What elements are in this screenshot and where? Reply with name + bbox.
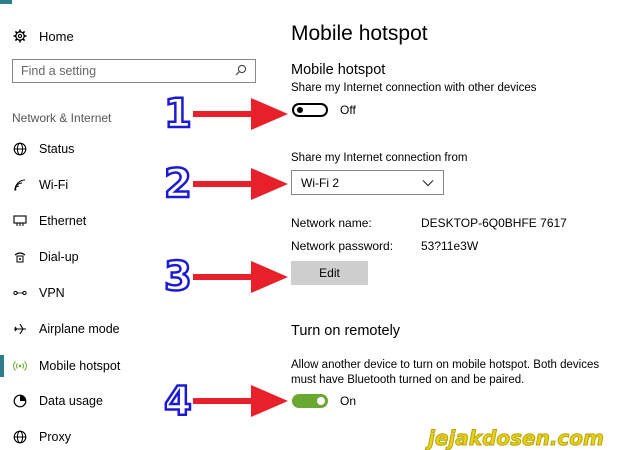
sidebar-item-label: Proxy	[39, 430, 71, 444]
sidebar-item-label: VPN	[39, 286, 65, 300]
annotation-number-1: 1	[163, 91, 193, 137]
home-label: Home	[39, 28, 74, 44]
annotation-number-4: 4	[163, 379, 193, 425]
globe-icon	[12, 141, 28, 157]
share-from-dropdown[interactable]: Wi-Fi 2	[291, 170, 444, 195]
data-usage-icon	[12, 393, 28, 409]
vpn-icon	[12, 285, 28, 301]
wifi-icon	[12, 177, 28, 193]
network-password-label: Network password:	[291, 239, 394, 253]
sidebar-item-proxy[interactable]: Proxy	[12, 426, 71, 448]
chevron-down-icon	[422, 176, 434, 190]
annotation-arrow-1	[193, 98, 288, 130]
gear-icon	[12, 28, 28, 44]
home-nav-item[interactable]: Home	[12, 26, 74, 46]
annotation-number-2: 2	[163, 161, 193, 207]
sidebar-item-wifi[interactable]: Wi-Fi	[12, 174, 68, 196]
sidebar-item-data-usage[interactable]: Data usage	[12, 390, 103, 412]
sidebar-item-ethernet[interactable]: Ethernet	[12, 210, 86, 232]
remote-heading: Turn on remotely	[291, 323, 401, 339]
share-toggle-state: Off	[340, 103, 356, 117]
network-name-label: Network name:	[291, 216, 372, 230]
toggle-knob	[297, 107, 303, 113]
sidebar-item-mobile-hotspot[interactable]: Mobile hotspot	[12, 355, 120, 377]
share-from-value: Wi-Fi 2	[301, 175, 339, 190]
remote-description-line1: Allow another device to turn on mobile h…	[291, 359, 600, 371]
title-bar-accent	[0, 0, 12, 4]
search-placeholder: Find a setting	[21, 64, 97, 78]
annotation-arrow-4	[193, 385, 288, 417]
search-input[interactable]: Find a setting	[12, 59, 256, 83]
sidebar-item-label: Status	[39, 142, 75, 156]
share-description: Share my Internet connection with other …	[291, 82, 537, 94]
ethernet-icon	[12, 213, 28, 229]
annotation-arrow-2	[193, 168, 288, 200]
annotation-arrow-3	[193, 261, 288, 293]
toggle-knob	[317, 397, 325, 405]
settings-sidebar: Home Find a setting Network & Internet S…	[0, 0, 272, 445]
page-title: Mobile hotspot	[291, 22, 428, 45]
network-password-value: 53?11e3W	[421, 239, 479, 253]
remote-toggle-state: On	[340, 394, 357, 408]
sidebar-item-label: Wi-Fi	[39, 178, 69, 192]
sidebar-item-label: Dial-up	[39, 250, 79, 264]
sidebar-item-dialup[interactable]: Dial-up	[12, 246, 79, 268]
network-name-value: DESKTOP-6Q0BHFE 7617	[421, 216, 567, 230]
share-from-label: Share my Internet connection from	[291, 152, 468, 164]
watermark: jejakdosen.com	[428, 426, 605, 450]
hotspot-heading: Mobile hotspot	[291, 62, 386, 78]
edit-button[interactable]: Edit	[291, 261, 368, 285]
sidebar-item-vpn[interactable]: VPN	[12, 282, 65, 304]
sidebar-item-status[interactable]: Status	[12, 138, 74, 160]
globe-icon	[12, 429, 28, 445]
airplane-icon	[12, 321, 28, 337]
section-title: Network & Internet	[12, 111, 112, 125]
remote-toggle[interactable]	[292, 394, 328, 408]
remote-description-line2: must have Bluetooth turned on and be pai…	[291, 374, 525, 386]
selected-indicator	[0, 355, 4, 377]
share-toggle[interactable]	[292, 103, 328, 117]
dialup-icon	[12, 249, 28, 265]
sidebar-item-label: Ethernet	[39, 214, 87, 228]
sidebar-item-label: Data usage	[39, 394, 103, 408]
search-icon[interactable]	[235, 64, 247, 79]
sidebar-item-label: Airplane mode	[39, 322, 120, 336]
sidebar-item-airplane-mode[interactable]: Airplane mode	[12, 318, 120, 340]
hotspot-icon	[12, 358, 28, 374]
sidebar-item-label: Mobile hotspot	[39, 359, 121, 373]
annotation-number-3: 3	[163, 254, 193, 300]
